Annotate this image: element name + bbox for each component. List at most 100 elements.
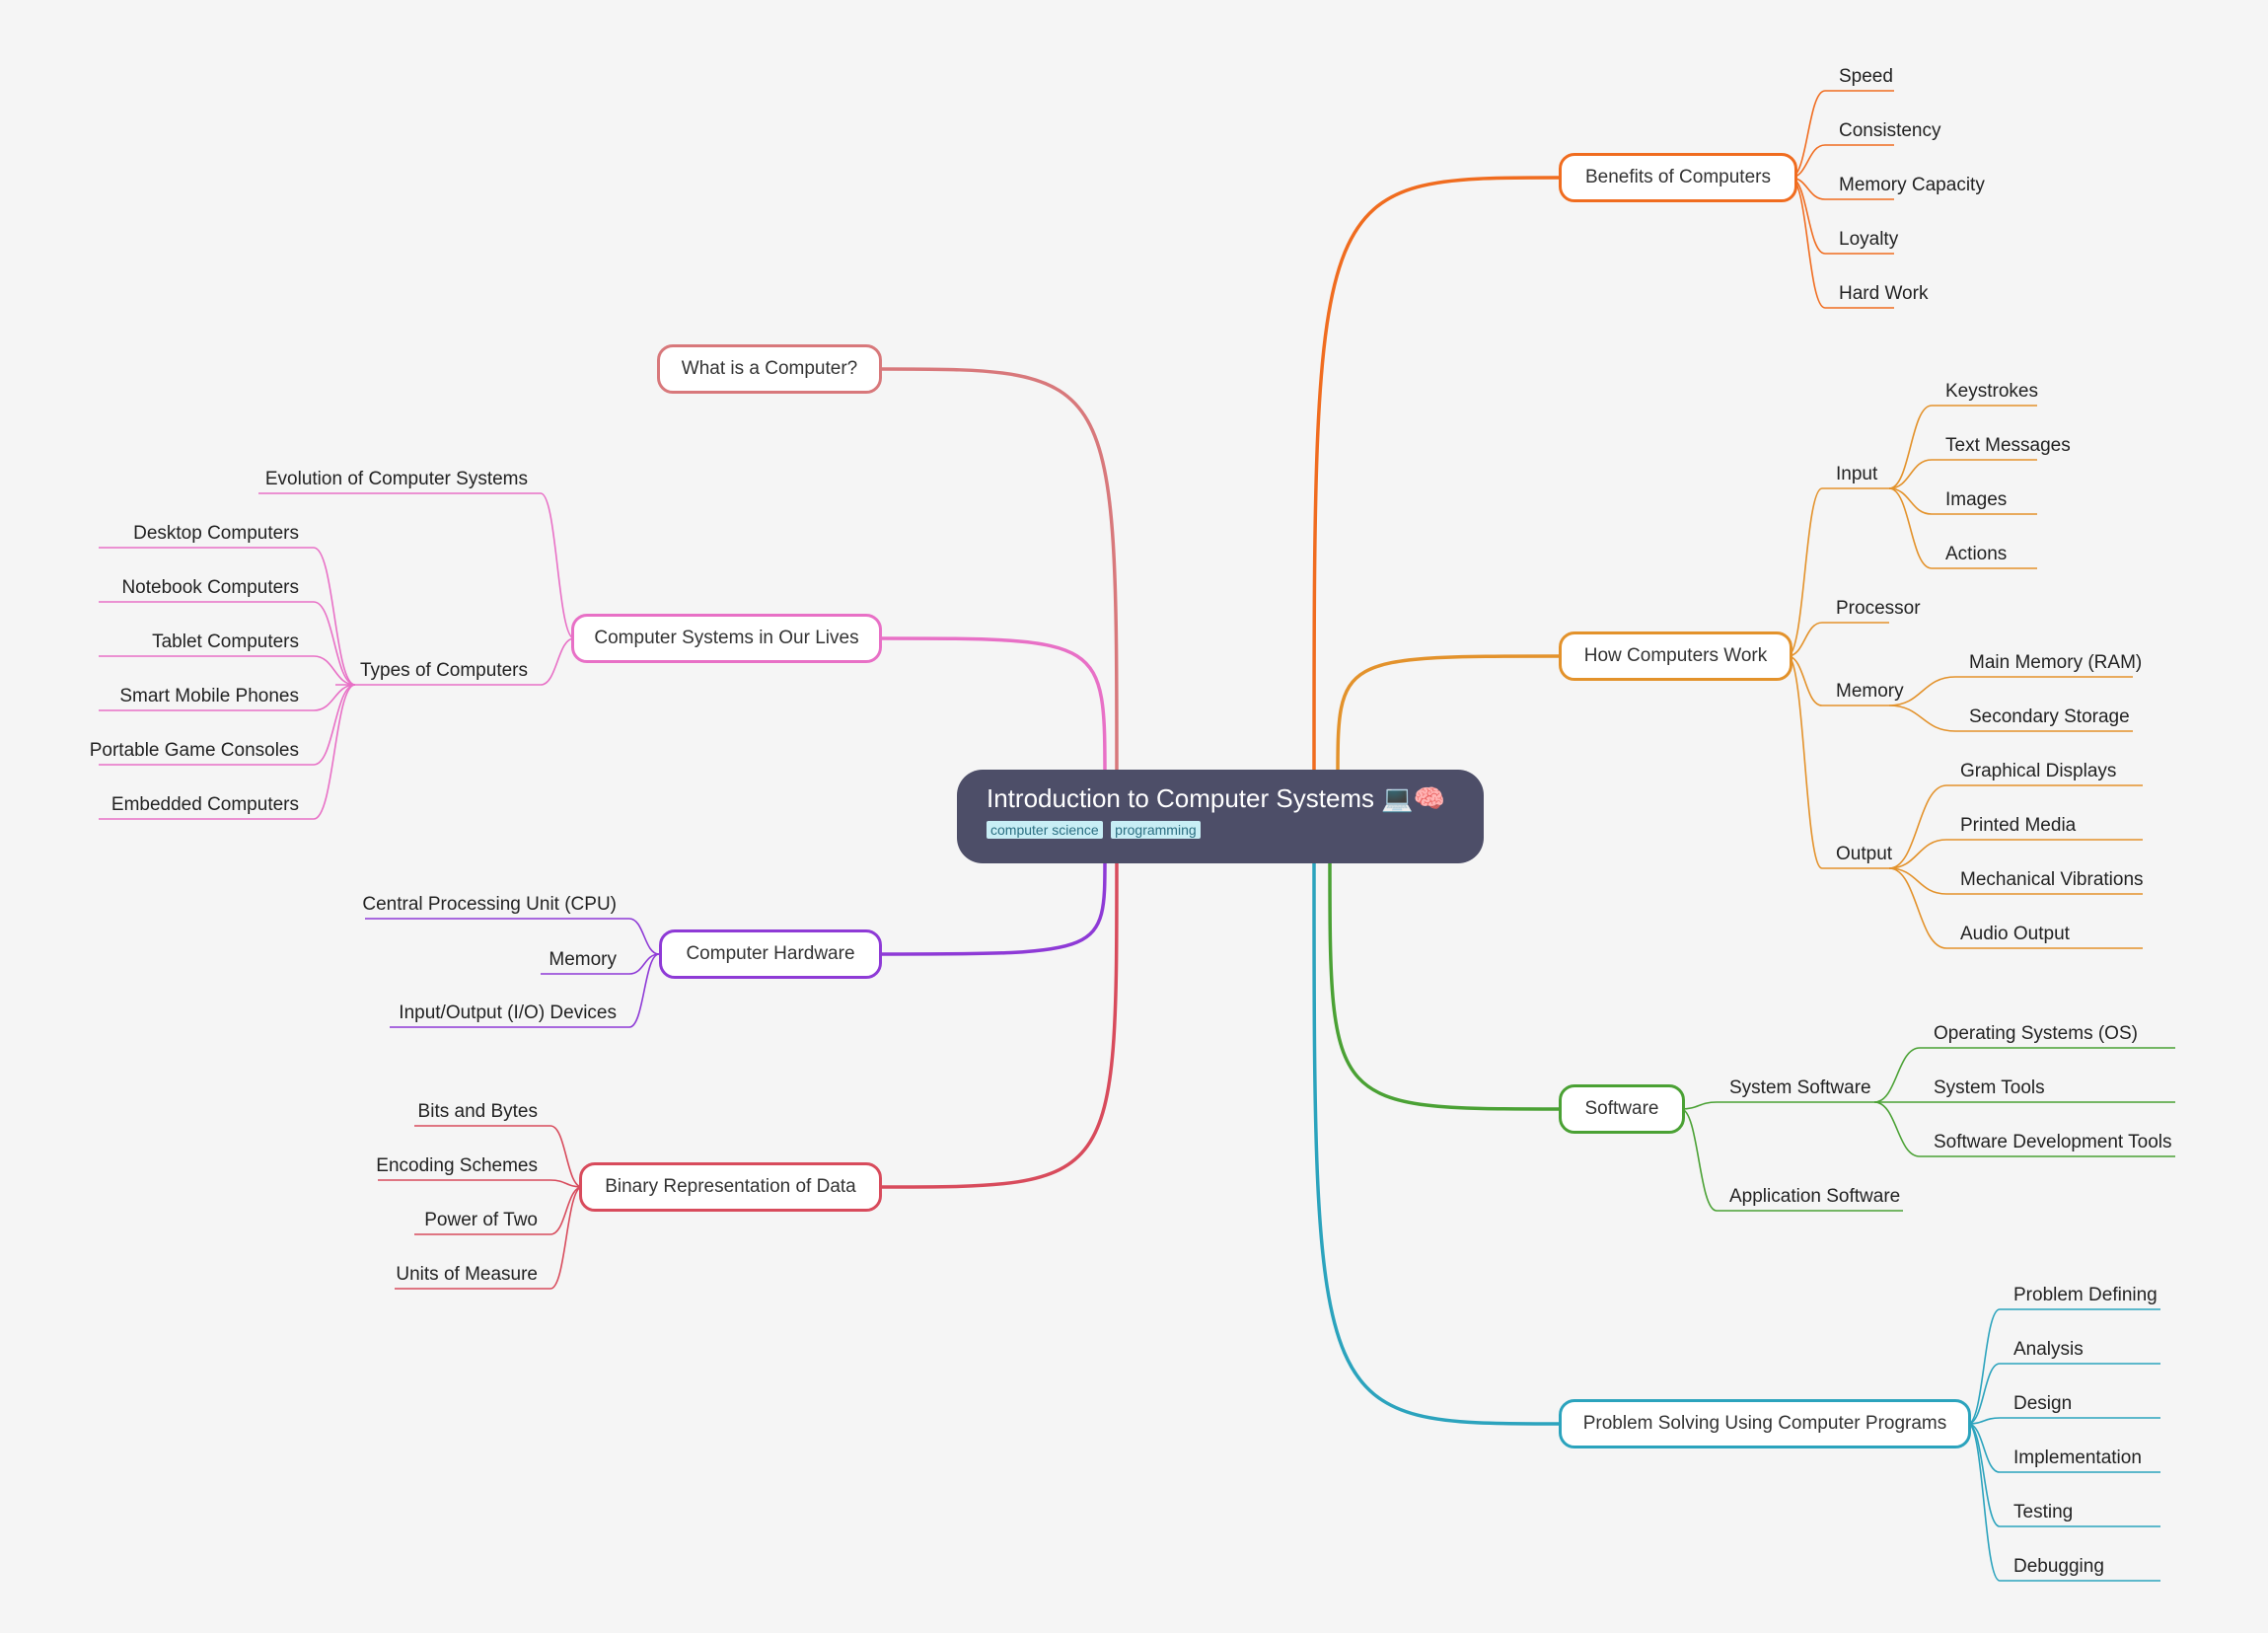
connector [313, 601, 356, 686]
leaf-consistency[interactable]: Consistency [1839, 120, 1941, 141]
branch-connector [1312, 857, 1560, 1426]
connector [1967, 1417, 2001, 1425]
tag-list: computer science programming [987, 821, 1454, 840]
leaf-text-messages[interactable]: Text Messages [1945, 435, 2071, 456]
subtopic-application-software[interactable]: Application Software [1729, 1186, 1901, 1207]
connector [549, 1125, 583, 1188]
leaf-images[interactable]: Images [1945, 489, 2008, 510]
subtopic-input[interactable]: Input [1836, 464, 1878, 484]
connector [1787, 487, 1823, 657]
connector [1888, 676, 1956, 706]
topic-computer-hardware[interactable]: Computer Hardware [659, 929, 882, 979]
leaf-loyalty[interactable]: Loyalty [1839, 229, 1899, 250]
leaf-memory-capacity[interactable]: Memory Capacity [1839, 175, 1985, 195]
connector [1873, 1047, 1921, 1103]
central-title: Introduction to Computer Systems 💻🧠 [987, 783, 1446, 813]
tag-computer-science[interactable]: computer science [987, 821, 1103, 839]
subtopic-system-software[interactable]: System Software [1729, 1077, 1871, 1098]
connector [1873, 1101, 1921, 1157]
leaf-embedded-computers[interactable]: Embedded Computers [110, 794, 299, 815]
topic-benefits-of-computers[interactable]: Benefits of Computers [1559, 153, 1797, 202]
leaf-cpu[interactable]: Central Processing Unit (CPU) [362, 894, 617, 915]
connector [1967, 1423, 2001, 1582]
connector [313, 684, 356, 820]
connector [549, 1186, 583, 1235]
connector [1888, 839, 1947, 869]
leaf-graphical-displays[interactable]: Graphical Displays [1960, 761, 2117, 781]
topic-what-is-a-computer[interactable]: What is a Computer? [657, 344, 882, 394]
leaf-tablet-computers[interactable]: Tablet Computers [152, 631, 299, 652]
leaf-smart-mobile-phones[interactable]: Smart Mobile Phones [119, 686, 299, 706]
leaf-design[interactable]: Design [2013, 1393, 2073, 1414]
leaf-notebook-computers[interactable]: Notebook Computers [121, 577, 299, 598]
subtopic-processor[interactable]: Processor [1836, 598, 1921, 619]
connector [1888, 784, 1947, 869]
leaf-problem-defining[interactable]: Problem Defining [2013, 1285, 2158, 1305]
leaf-operating-systems[interactable]: Operating Systems (OS) [1934, 1023, 2138, 1044]
connector [313, 684, 356, 766]
subtopic-types-of-computers[interactable]: Types of Computers [359, 660, 528, 681]
leaf-memory-hw[interactable]: Memory [549, 949, 617, 970]
topic-binary-representation[interactable]: Binary Representation of Data [579, 1162, 882, 1212]
branch-connector [881, 857, 1119, 1189]
connector [1888, 459, 1933, 489]
leaf-portable-game-consoles[interactable]: Portable Game Consoles [89, 740, 299, 761]
leaf-analysis[interactable]: Analysis [2013, 1339, 2084, 1360]
connector [549, 1186, 583, 1290]
connector [313, 655, 356, 686]
leaf-io-devices[interactable]: Input/Output (I/O) Devices [399, 1002, 617, 1023]
topic-how-computers-work[interactable]: How Computers Work [1559, 631, 1792, 681]
connector [1888, 867, 1947, 895]
leaf-actions[interactable]: Actions [1945, 544, 2008, 564]
connector [313, 684, 356, 711]
leaf-speed[interactable]: Speed [1839, 66, 1893, 87]
connector [1888, 867, 1947, 949]
leaf-encoding-schemes[interactable]: Encoding Schemes [376, 1155, 538, 1176]
connector [1790, 177, 1826, 309]
connector [1888, 487, 1933, 515]
leaf-main-memory[interactable]: Main Memory (RAM) [1969, 652, 2143, 673]
leaf-system-tools[interactable]: System Tools [1934, 1077, 2045, 1098]
leaf-software-dev-tools[interactable]: Software Development Tools [1934, 1132, 2172, 1152]
branch-connector [881, 367, 1119, 780]
branch-connector [1312, 176, 1560, 780]
leaf-audio-output[interactable]: Audio Output [1960, 924, 2070, 944]
subtopic-memory[interactable]: Memory [1836, 681, 1904, 702]
branch-connector [881, 636, 1107, 780]
connector [549, 1179, 583, 1188]
connector [313, 547, 356, 686]
subtopic-output[interactable]: Output [1836, 844, 1893, 864]
leaf-desktop-computers[interactable]: Desktop Computers [133, 523, 299, 544]
connector [628, 918, 660, 955]
connector [540, 637, 575, 686]
connector [1888, 487, 1933, 569]
leaf-printed-media[interactable]: Printed Media [1960, 815, 2077, 836]
leaf-units-of-measure[interactable]: Units of Measure [396, 1264, 538, 1285]
central-topic[interactable]: Introduction to Computer Systems 💻🧠 comp… [957, 770, 1484, 863]
leaf-power-of-two[interactable]: Power of Two [424, 1210, 538, 1230]
leaf-secondary-storage[interactable]: Secondary Storage [1969, 706, 2130, 727]
topic-software[interactable]: Software [1559, 1084, 1685, 1134]
tag-programming[interactable]: programming [1111, 821, 1201, 839]
topic-computer-systems-in-our-lives[interactable]: Computer Systems in Our Lives [571, 614, 882, 663]
connector [1967, 1363, 2001, 1425]
leaf-implementation[interactable]: Implementation [2013, 1447, 2142, 1468]
subtopic-evolution[interactable]: Evolution of Computer Systems [264, 469, 528, 489]
connector [1967, 1308, 2001, 1425]
topic-problem-solving[interactable]: Problem Solving Using Computer Programs [1559, 1399, 1971, 1448]
connector [1967, 1423, 2001, 1527]
leaf-keystrokes[interactable]: Keystrokes [1945, 381, 2038, 402]
connector [1787, 655, 1823, 869]
connector [540, 492, 575, 639]
connector [1888, 705, 1956, 732]
branch-connector [881, 857, 1107, 956]
branch-connector [1336, 654, 1560, 780]
leaf-bits-and-bytes[interactable]: Bits and Bytes [417, 1101, 538, 1122]
leaf-hard-work[interactable]: Hard Work [1839, 283, 1929, 304]
leaf-mechanical-vibrations[interactable]: Mechanical Vibrations [1960, 869, 2144, 890]
leaf-debugging[interactable]: Debugging [2013, 1556, 2104, 1577]
connector [628, 953, 660, 1028]
leaf-testing[interactable]: Testing [2013, 1502, 2074, 1522]
